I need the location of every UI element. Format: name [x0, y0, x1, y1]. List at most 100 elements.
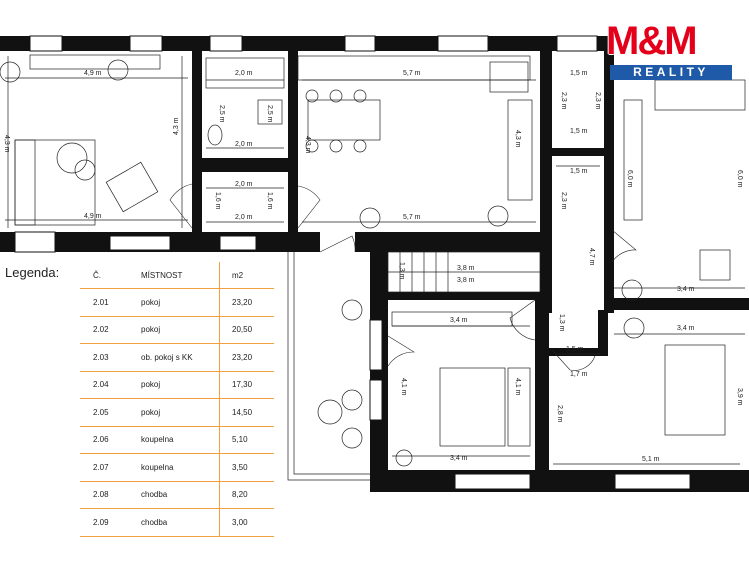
wall-h-low: [388, 292, 543, 300]
dim-corridor2-side: 1,3 m: [558, 314, 565, 332]
dim-corridor2-width: 1,7 m: [570, 371, 588, 378]
dim-bath2-right: 2,3 m: [594, 92, 601, 110]
dim-hall-right: 1,6 m: [266, 192, 273, 210]
dim-corridor-top: 1,5 m: [570, 168, 588, 175]
dim-bath2-top: 1,5 m: [570, 70, 588, 77]
legend-room: pokoj: [139, 316, 220, 344]
legend-header-room: MÍSTNOST: [139, 262, 220, 289]
legend-room: koupelna: [139, 453, 220, 482]
dim-kitchen-bottom: 5,7 m: [403, 214, 421, 221]
dim-stairs-2: 3,8 m: [457, 277, 475, 284]
dim-right-low-right: 3,9 m: [736, 388, 743, 406]
dim-hall-top: 2,0 m: [235, 181, 253, 188]
wall-h-bath2: [552, 148, 604, 156]
door-6: [611, 229, 637, 263]
legend-num: 2.06: [80, 426, 139, 454]
door-7: [551, 349, 596, 371]
legend-num: 2.02: [80, 316, 139, 344]
window-low-2: [369, 379, 383, 421]
door-3: [319, 235, 356, 253]
legend-num: 2.08: [80, 481, 139, 509]
legend-room: pokoj: [139, 398, 220, 427]
dim-corridor-right: 4,7 m: [588, 248, 595, 266]
legend-area: 17,30: [219, 371, 274, 399]
door-5: [509, 299, 536, 341]
dim-room1-bottom: 4,9 m: [84, 213, 102, 220]
window-top-3: [209, 35, 243, 52]
legend-num: 2.03: [80, 343, 139, 372]
dim-bath-left: 2,5 m: [218, 105, 225, 123]
window-mid-1: [14, 231, 56, 253]
legend-num: 2.04: [80, 371, 139, 399]
dim-right-low-left: 2,8 m: [556, 405, 563, 423]
dim-stairs-1: 3,8 m: [457, 265, 475, 272]
dim-low-room-bottom: 3,4 m: [450, 455, 468, 462]
legend-area: 23,20: [219, 288, 274, 317]
legend-num: 2.07: [80, 453, 139, 482]
window-mid-2: [109, 235, 171, 251]
legend-header-num: Č.: [80, 262, 139, 289]
terrace-inner: [293, 252, 370, 475]
window-top-6: [556, 35, 598, 52]
window-low-1: [369, 319, 383, 371]
wall-mid-center: [355, 232, 545, 252]
terrace-outline: [287, 252, 370, 481]
window-top-1: [29, 35, 63, 52]
wall-v-5: [535, 300, 549, 492]
wall-v-6: [598, 310, 608, 356]
wall-v-2: [288, 51, 298, 232]
dimension-lines: [5, 56, 745, 465]
dim-kitchen-left: 4,3 m: [304, 136, 311, 154]
dim-right-low-top: 3,4 m: [677, 325, 695, 332]
legend-area: 20,50: [219, 316, 274, 344]
legend-title: Legenda:: [5, 265, 60, 280]
dim-stairs-side: 1,3 m: [398, 262, 405, 280]
brand-logo-subtitle: REALITY: [610, 65, 732, 80]
legend-room: chodba: [139, 481, 220, 509]
door-4: [387, 335, 416, 367]
wall-h-right: [612, 298, 749, 310]
dim-hall-left: 1,6 m: [214, 192, 221, 210]
window-low-4: [614, 473, 691, 490]
dim-room1-right: 4,3 m: [173, 117, 180, 135]
dim-bath-bottom: 2,0 m: [235, 141, 253, 148]
dim-right-room-bottom: 3,4 m: [677, 286, 695, 293]
legend-area: 3,00: [219, 508, 274, 537]
window-top-2: [129, 35, 163, 52]
dim-right-room-right: 6,0 m: [736, 170, 743, 188]
window-top-5: [437, 35, 489, 52]
wall-v-3: [540, 51, 552, 313]
dim-hall-bottom: 2,0 m: [235, 214, 253, 221]
wall-stair-left: [370, 252, 388, 492]
dim-room1-top: 4,9 m: [84, 70, 102, 77]
furniture-room1: [0, 54, 161, 226]
dim-low-room-top: 3,4 m: [450, 317, 468, 324]
brand-logo-mark: M&M: [606, 19, 698, 63]
legend-room: chodba: [139, 508, 220, 537]
legend-room: koupelna: [139, 426, 220, 454]
furniture-kitchen: [297, 55, 533, 229]
legend-header-area: m2: [219, 262, 274, 289]
legend-area: 23,20: [219, 343, 274, 372]
legend-num: 2.01: [80, 288, 139, 317]
legend-num: 2.09: [80, 508, 139, 537]
dim-low-room-right: 4,1 m: [514, 378, 521, 396]
dim-bath2-bottom: 1,5 m: [570, 128, 588, 135]
dim-room1-left: 4,3 m: [3, 135, 10, 153]
dim-kitchen-top: 5,7 m: [403, 70, 421, 77]
legend-header-row: Č. MÍSTNOST m2: [80, 262, 274, 289]
dim-kitchen-right: 4,3 m: [514, 130, 521, 148]
window-low-3: [454, 473, 531, 490]
door-1: [169, 183, 193, 229]
legend-area: 3,50: [219, 453, 274, 482]
